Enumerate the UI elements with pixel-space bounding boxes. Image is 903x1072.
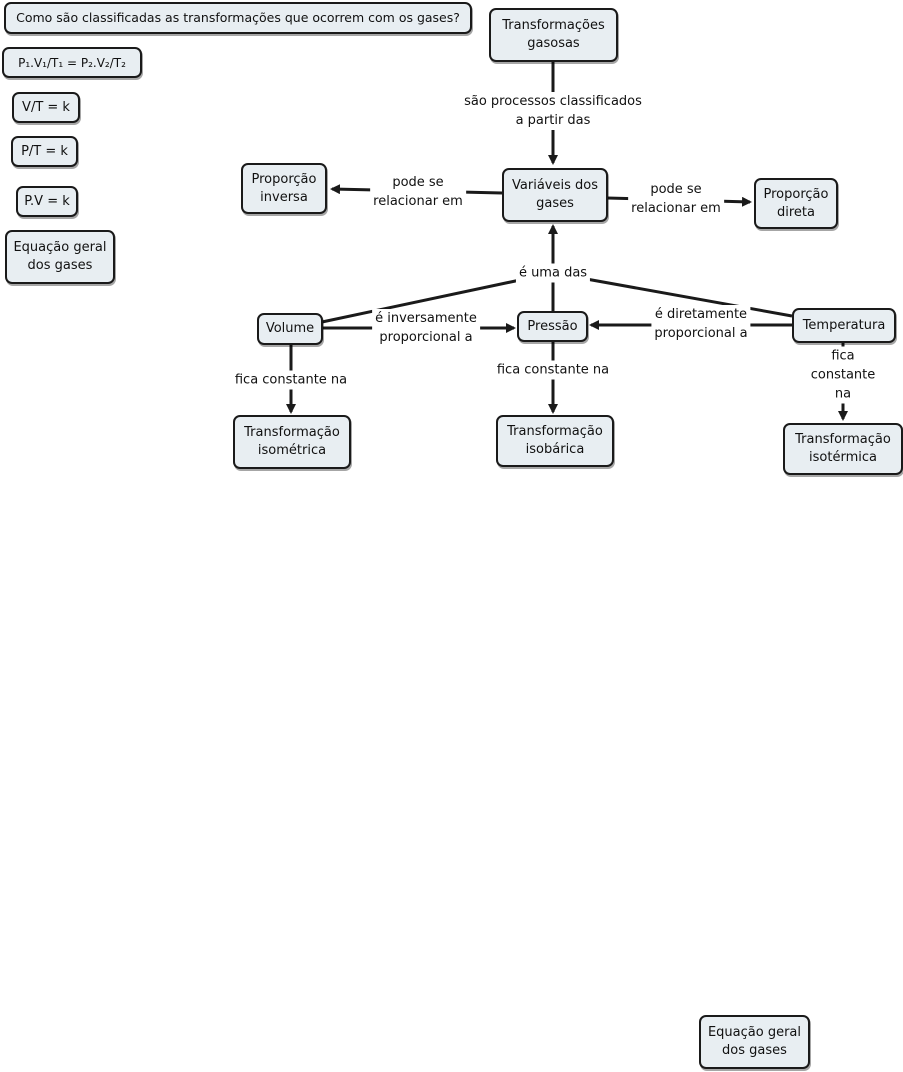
isobaric-formula-box[interactable]: V/T = k	[12, 92, 80, 123]
node-proporcao-inversa[interactable]: Proporção inversa	[241, 163, 327, 214]
node-proporcao-direta[interactable]: Proporção direta	[754, 178, 838, 229]
link-e-uma-das[interactable]: é uma das	[515, 263, 591, 283]
isothermal-formula-box[interactable]: P.V = k	[16, 186, 78, 217]
node-transformacao-isobarica[interactable]: Transformação isobárica	[496, 415, 614, 467]
link-fica-temperatura[interactable]: fica constante na	[807, 346, 879, 404]
node-temperatura[interactable]: Temperatura	[792, 308, 896, 343]
node-pressao[interactable]: Pressão	[517, 311, 588, 342]
link-fica-pressao[interactable]: fica constante na	[493, 360, 613, 380]
general-formula-box[interactable]: P₁.V₁/T₁ = P₂.V₂/T₂	[2, 47, 142, 78]
node-equacao-geral-bottom[interactable]: Equação geral dos gases	[699, 1015, 810, 1069]
node-transformacoes-gasosas[interactable]: Transformações gasosas	[489, 8, 618, 62]
link-diretamente[interactable]: é diretamente proporcional a	[651, 305, 751, 343]
node-transformacao-isotermica[interactable]: Transformação isotérmica	[783, 423, 903, 475]
question-box[interactable]: Como são classificadas as transformações…	[4, 2, 472, 34]
link-fica-volume[interactable]: fica constante na	[231, 370, 351, 390]
general-equation-box[interactable]: Equação geral dos gases	[5, 230, 115, 284]
link-sao-processos[interactable]: são processos classificados a partir das	[461, 92, 645, 130]
node-volume[interactable]: Volume	[257, 313, 323, 345]
link-pode-se-left[interactable]: pode se relacionar em	[370, 173, 466, 211]
edge-temperatura-uma-das	[552, 271, 793, 318]
link-pode-se-right[interactable]: pode se relacionar em	[628, 180, 724, 218]
node-variaveis-dos-gases[interactable]: Variáveis dos gases	[502, 168, 608, 222]
edge-volume-uma-das	[321, 271, 554, 324]
link-inversamente[interactable]: é inversamente proporcional a	[372, 309, 480, 347]
isometric-formula-box[interactable]: P/T = k	[11, 136, 78, 167]
node-transformacao-isometrica[interactable]: Transformação isométrica	[233, 415, 351, 469]
